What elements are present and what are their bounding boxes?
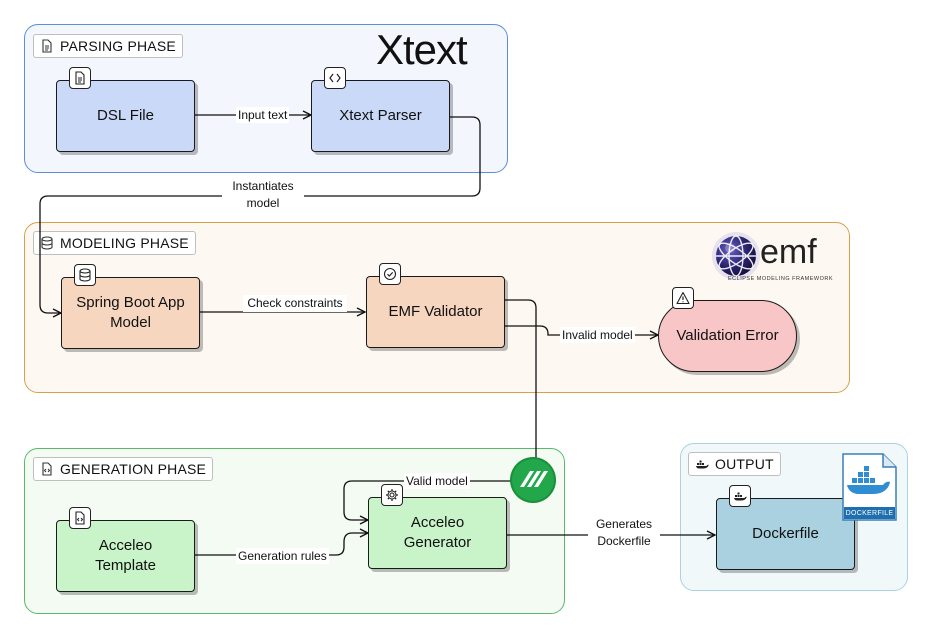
- emf-logo: emf ECLIPSE MODELING FRAMEWORK: [708, 228, 838, 288]
- xtext-parser-label: Xtext Parser: [339, 107, 422, 124]
- emf-validator-node[interactable]: EMF Validator: [366, 276, 505, 348]
- eclipse-globe-icon: [712, 232, 760, 280]
- xtext-parser-node[interactable]: Xtext Parser: [311, 80, 450, 152]
- generation-rules-label: Generation rules: [236, 548, 329, 564]
- dockerfile-badge: [729, 485, 751, 507]
- invalid-model-label: Invalid model: [560, 327, 635, 343]
- acceleo-generator-badge: [381, 484, 403, 506]
- check-circle-icon: [383, 267, 397, 281]
- database-icon: [41, 236, 53, 250]
- emf-logo-text: emf: [760, 233, 817, 271]
- docker-icon: [734, 492, 747, 501]
- gear-icon: [386, 489, 398, 501]
- code-file-icon: [42, 462, 52, 476]
- output-phase-label: OUTPUT: [688, 452, 781, 476]
- warning-icon: [676, 291, 690, 305]
- docker-whale-icon: [842, 453, 897, 521]
- emf-validator-label: EMF Validator: [388, 303, 483, 320]
- xtext-logo-text: Xtext: [376, 26, 468, 73]
- database-icon: [79, 268, 91, 282]
- acceleo-template-badge: [69, 507, 91, 529]
- connector-icon: [510, 457, 556, 503]
- dockerfile-document-label: DOCKERFILE: [845, 510, 894, 517]
- valid-model-label: Valid model: [404, 473, 470, 489]
- validation-error-node[interactable]: Validation Error: [658, 300, 797, 372]
- spring-boot-model-badge: [74, 264, 96, 286]
- check-constraints-label: Check constraints: [243, 295, 347, 312]
- edge-invalid-model: [505, 325, 658, 335]
- acceleo-generator-node[interactable]: Acceleo Generator: [368, 497, 507, 569]
- dsl-file-label: DSL File: [97, 107, 154, 124]
- spring-boot-model-node[interactable]: Spring Boot App Model: [61, 277, 200, 349]
- generates-dockerfile-label: Generates Dockerfile: [588, 516, 660, 550]
- dsl-file-node[interactable]: DSL File: [56, 80, 195, 152]
- acceleo-template-label: Acceleo Template: [95, 537, 156, 574]
- generation-phase-title: GENERATION PHASE: [60, 461, 207, 477]
- parsing-phase-title: PARSING PHASE: [60, 38, 176, 54]
- generation-phase-label: GENERATION PHASE: [33, 457, 214, 481]
- emf-logo-subtitle: ECLIPSE MODELING FRAMEWORK: [728, 276, 833, 282]
- dockerfile-node[interactable]: Dockerfile: [716, 498, 855, 570]
- code-file-icon: [75, 511, 85, 525]
- spring-boot-model-label: Spring Boot App Model: [76, 294, 185, 331]
- acceleo-generator-label: Acceleo Generator: [403, 514, 472, 551]
- emf-validator-badge: [379, 263, 401, 285]
- dsl-file-badge: [69, 67, 91, 89]
- document-icon: [42, 39, 52, 53]
- modeling-phase-label: MODELING PHASE: [33, 231, 196, 255]
- docker-icon: [696, 460, 709, 469]
- parsing-phase-label: PARSING PHASE: [33, 34, 183, 58]
- output-phase-title: OUTPUT: [715, 456, 774, 472]
- acceleo-template-node[interactable]: Acceleo Template: [56, 520, 195, 592]
- validation-error-badge: [672, 287, 694, 309]
- xtext-parser-badge: [324, 67, 346, 89]
- xtext-logo: Xtext: [376, 26, 468, 74]
- dockerfile-label: Dockerfile: [752, 525, 819, 542]
- edge-generation-rules: [195, 533, 368, 556]
- document-icon: [75, 71, 85, 85]
- code-brackets-icon: [329, 73, 341, 83]
- dockerfile-document-icon: DOCKERFILE: [841, 453, 897, 521]
- instantiates-model-label: Instantiates model: [222, 178, 304, 212]
- validation-error-label: Validation Error: [676, 327, 779, 344]
- modeling-phase-title: MODELING PHASE: [60, 235, 189, 251]
- input-text-label: Input text: [236, 107, 290, 123]
